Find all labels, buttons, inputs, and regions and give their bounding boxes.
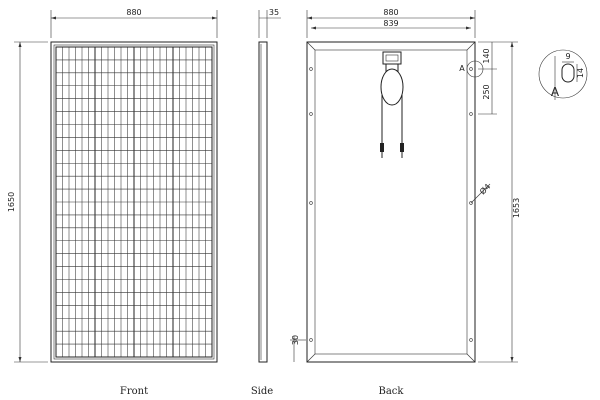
detail-a-slot: [561, 63, 575, 83]
back-hole-diameter-leader: [470, 183, 491, 204]
back-width-arrow-right: [470, 16, 475, 20]
back-corner-bl: [306, 353, 316, 363]
back-corner-br: [466, 353, 476, 363]
back-width-label: 880: [383, 8, 398, 17]
back-height-label: 1653: [512, 198, 521, 218]
detail-a-slot-length-label: 14: [576, 68, 585, 78]
front-view: 880 1650 Front: [7, 8, 218, 397]
connector-left: [380, 143, 384, 152]
front-height-label: 1650: [7, 192, 16, 212]
detail-a-view: 9 14 A: [538, 49, 588, 100]
side-caption: Side: [251, 386, 273, 397]
back-mount-hole-right-center: [469, 201, 473, 205]
front-outer-frame: [50, 41, 218, 363]
back-mount-hole-right-bottom: [469, 338, 473, 342]
back-mount-hole-right-mid: [469, 112, 473, 116]
back-inner-frame: [314, 49, 468, 355]
detail-a-slot-width-label: 9: [565, 52, 570, 61]
junction-box-lid: [385, 54, 399, 62]
back-corner-tl: [306, 41, 316, 51]
front-height-arrow-bottom: [18, 357, 22, 362]
back-mount-hole-left-top: [309, 67, 313, 71]
front-width-arrow-left: [51, 16, 56, 20]
front-inner-frame: [53, 44, 215, 360]
detail-a-label: A: [551, 85, 560, 99]
back-hole-spacing-label: 250: [482, 84, 491, 99]
back-mount-hole-left-bottom: [309, 338, 313, 342]
back-inner-width-arrow-left: [311, 26, 316, 30]
back-height-arrow-bottom: [510, 357, 514, 362]
front-height-arrow-top: [18, 42, 22, 47]
cell-area-border: [55, 46, 213, 358]
back-mount-hole-right-top: [469, 67, 473, 71]
detail-a-marker-label: A: [459, 64, 465, 73]
back-mount-hole-left-mid: [309, 112, 313, 116]
back-width-arrow-left: [307, 16, 312, 20]
front-caption: Front: [120, 386, 148, 397]
cable-loop: [380, 68, 404, 106]
front-width-arrow-right: [212, 16, 217, 20]
side-profile: [258, 41, 268, 363]
front-width-label: 880: [126, 8, 141, 17]
back-mount-hole-left-center: [309, 201, 313, 205]
junction-box: [382, 51, 402, 65]
side-view: 35 Side: [251, 8, 281, 397]
connector-right: [400, 143, 404, 152]
detail-a-circle: [538, 49, 588, 99]
back-top-offset-label: 140: [482, 48, 491, 63]
back-view: 880 839 A: [290, 8, 521, 397]
back-bottom-offset-label: 30: [291, 335, 300, 345]
back-inner-width-label: 839: [383, 19, 398, 28]
back-height-arrow-top: [510, 42, 514, 47]
side-thickness-label: 35: [269, 8, 279, 17]
back-outer-frame: [306, 41, 476, 363]
back-inner-width-arrow-right: [466, 26, 471, 30]
front-cell-grid: [55, 46, 213, 358]
back-corner-tr: [466, 41, 476, 51]
back-caption: Back: [379, 386, 405, 397]
